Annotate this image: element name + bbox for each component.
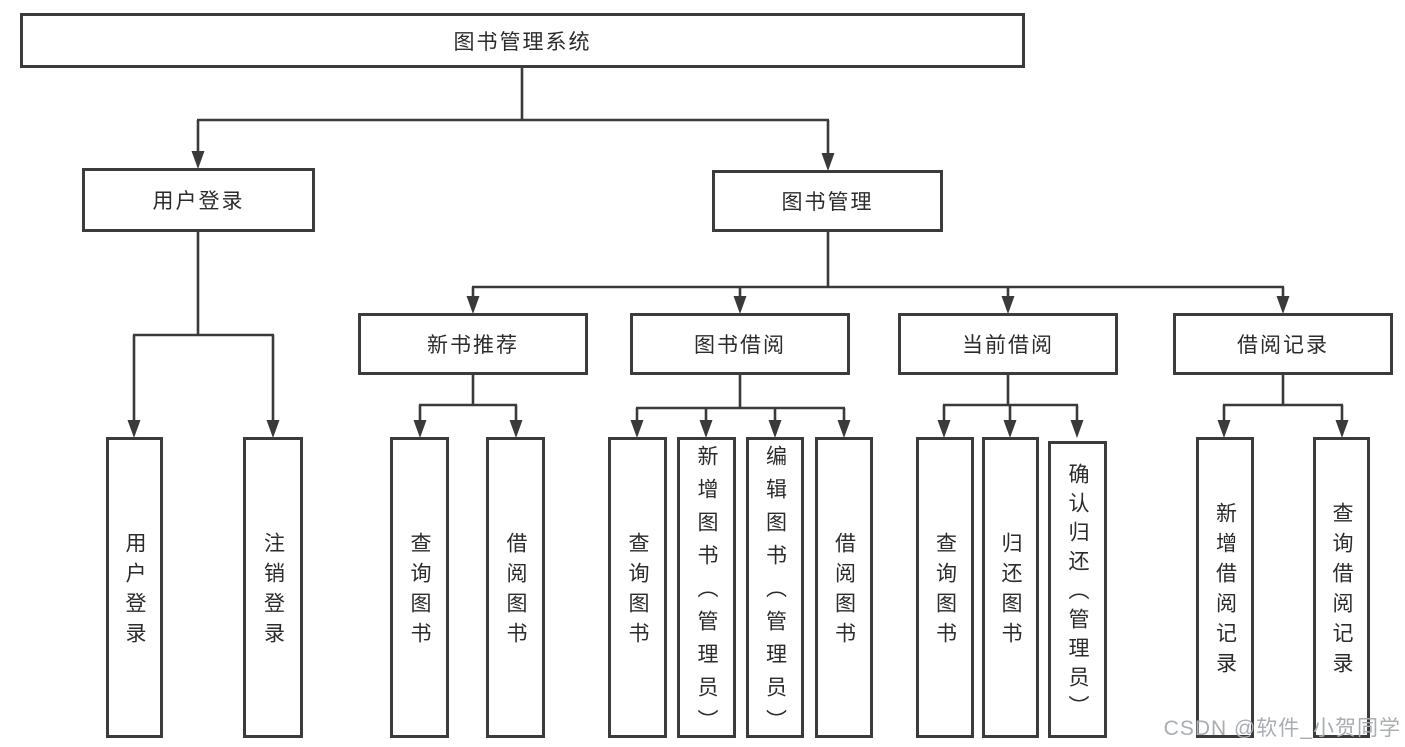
leaf-cb-return-books: 归还图书 <box>982 437 1039 738</box>
leaf-label: 注销登录 <box>261 532 285 652</box>
leaf-logout-login: 注销登录 <box>243 437 303 738</box>
leaf-nb-borrow-books: 借阅图书 <box>486 437 545 738</box>
leaf-cb-confirm-return-admin: 确认归还（管理员） <box>1048 441 1107 738</box>
arrowhead <box>1003 420 1017 438</box>
leaf-bb-edit-books-admin: 编辑图书（管理员） <box>746 437 804 742</box>
leaf-label: 新增借阅记录 <box>1213 502 1237 682</box>
node-label: 用户登录 <box>152 190 245 213</box>
leaf-bb-borrow-books: 借阅图书 <box>815 437 873 738</box>
leaf-br-add-record: 新增借阅记录 <box>1196 437 1254 738</box>
leaf-label: 查询图书 <box>408 532 431 652</box>
arrowhead <box>937 420 951 438</box>
arrowhead <box>837 420 851 438</box>
arrowhead <box>1276 296 1290 314</box>
arrowhead <box>1001 296 1015 314</box>
leaf-label: 查询图书 <box>933 532 957 652</box>
arrowhead <box>266 420 280 438</box>
leaf-nb-query-books: 查询图书 <box>390 437 449 738</box>
arrowhead <box>630 420 644 438</box>
leaf-label: 新增图书（管理员） <box>695 445 718 742</box>
node-book-management: 图书管理 <box>712 170 943 232</box>
arrowhead <box>466 296 480 314</box>
arrowhead <box>1070 420 1084 438</box>
leaf-bb-add-books-admin: 新增图书（管理员） <box>677 437 736 742</box>
leaf-user-login: 用户登录 <box>106 437 163 738</box>
arrowheads <box>127 151 1349 438</box>
leaf-label: 归还图书 <box>999 532 1022 652</box>
node-user-login: 用户登录 <box>82 168 315 232</box>
arrowhead <box>191 151 205 169</box>
tree-edges <box>132 68 1344 421</box>
arrowhead <box>127 420 141 438</box>
node-label: 图书借阅 <box>694 334 786 357</box>
node-label: 借阅记录 <box>1237 334 1329 357</box>
node-label: 当前借阅 <box>962 334 1054 357</box>
arrowhead <box>1335 420 1349 438</box>
node-borrowing-records: 借阅记录 <box>1173 313 1393 375</box>
leaf-label: 借阅图书 <box>504 532 527 652</box>
leaf-bb-query-books: 查询图书 <box>608 437 667 738</box>
node-label: 新书推荐 <box>427 334 519 357</box>
node-label: 图书管理系统 <box>453 30 592 54</box>
node-library-management-system: 图书管理系统 <box>20 13 1025 68</box>
arrowhead <box>699 420 713 438</box>
node-current-borrowing: 当前借阅 <box>898 313 1118 375</box>
arrowhead <box>821 153 835 171</box>
arrowhead <box>768 420 782 438</box>
leaf-label: 确认归还（管理员） <box>1066 463 1089 724</box>
leaf-label: 查询图书 <box>626 532 649 652</box>
arrowhead <box>509 420 523 438</box>
node-label: 图书管理 <box>781 191 874 214</box>
csdn-watermark: CSDN @软件_小贺同学 <box>1163 717 1401 740</box>
leaf-cb-query-books: 查询图书 <box>916 437 974 738</box>
leaf-label: 借阅图书 <box>832 532 856 652</box>
node-new-book-recommend: 新书推荐 <box>358 313 588 375</box>
arrowhead <box>1217 420 1231 438</box>
leaf-label: 用户登录 <box>123 532 146 652</box>
leaf-br-query-record: 查询借阅记录 <box>1313 437 1370 738</box>
leaf-label: 查询借阅记录 <box>1330 502 1353 682</box>
leaf-label: 编辑图书（管理员） <box>763 445 787 742</box>
arrowhead <box>413 420 427 438</box>
arrowhead <box>733 296 747 314</box>
node-book-borrowing: 图书借阅 <box>630 313 850 375</box>
